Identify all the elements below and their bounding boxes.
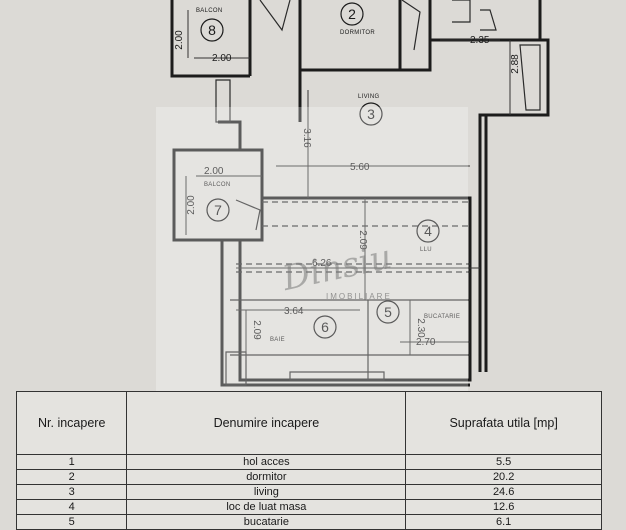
- svg-text:LIVING: LIVING: [358, 94, 380, 100]
- dim-label: 2.70: [416, 337, 436, 348]
- column-header: Suprafata utila [mp]: [405, 391, 602, 455]
- room-marker-4: 4 LLU: [416, 219, 440, 253]
- dim-label: 2.35: [470, 35, 490, 46]
- table-cell: 24.6: [405, 484, 602, 500]
- table-cell: 5: [15, 514, 128, 530]
- table-cell: living: [126, 484, 407, 500]
- watermark-panel: [156, 107, 468, 417]
- svg-text:BAIE: BAIE: [270, 337, 285, 343]
- dimension-labels: 2.00 2.00 2.35 2.88 3.16 2.00 5.60 2.00 …: [174, 30, 521, 348]
- svg-text:5: 5: [384, 304, 392, 320]
- walls: [170, 0, 550, 387]
- table-cell: 5.5: [405, 454, 602, 470]
- room-marker-7: BALCON 7: [204, 182, 230, 222]
- dimension-lines: [185, 10, 511, 360]
- table-row: 2 dormitor 20.2: [15, 469, 602, 485]
- zone-lines: [236, 201, 470, 273]
- room-marker-8: BALCON 8: [196, 8, 224, 42]
- table-cell: bucatarie: [126, 514, 407, 530]
- dim-label: 2.88: [510, 54, 521, 74]
- table-cell: dormitor: [126, 469, 407, 485]
- table-row: 4 loc de luat masa 12.6: [15, 499, 602, 515]
- svg-text:DORMITOR: DORMITOR: [340, 30, 375, 36]
- table-cell: hol acces: [126, 454, 407, 470]
- svg-text:LLU: LLU: [420, 247, 432, 253]
- dim-label: 2.00: [212, 53, 232, 64]
- table-row: 1 hol acces 5.5: [15, 454, 602, 470]
- room-marker-5: 5 BUCATARIE: [376, 300, 460, 324]
- table-cell: 12.6: [405, 499, 602, 515]
- dim-label: 3.64: [284, 306, 304, 317]
- svg-text:BALCON: BALCON: [196, 8, 222, 14]
- table-cell: 4: [15, 499, 128, 515]
- column-header: Denumire incapere: [126, 391, 407, 455]
- table-header-row: Nr. incapere Denumire incapere Suprafata…: [15, 391, 602, 455]
- svg-text:BALCON: BALCON: [204, 182, 230, 188]
- svg-text:6: 6: [321, 319, 329, 335]
- table-cell: loc de luat masa: [126, 499, 407, 515]
- dim-label: 3.16: [301, 128, 312, 148]
- floor-plan: 2.00 2.00 2.35 2.88 3.16 2.00 5.60 2.00 …: [170, 0, 550, 387]
- dim-label: 5.60: [350, 162, 370, 173]
- dim-label: 6.26: [312, 258, 332, 269]
- table-row: 3 living 24.6: [15, 484, 602, 500]
- svg-text:7: 7: [214, 202, 222, 218]
- dim-label: 2.00: [186, 195, 197, 215]
- svg-text:BUCATARIE: BUCATARIE: [424, 314, 460, 320]
- column-header: Nr. incapere: [15, 391, 128, 455]
- svg-text:4: 4: [424, 223, 432, 239]
- watermark-subtitle: IMOBILIARE: [326, 292, 392, 301]
- dim-label: 2.00: [174, 30, 185, 50]
- room-marker-2: 2 DORMITOR: [340, 2, 375, 36]
- dim-label: 2.00: [204, 166, 224, 177]
- room-area-table: Nr. incapere Denumire incapere Suprafata…: [15, 391, 602, 530]
- dim-label: 2.09: [251, 320, 262, 340]
- svg-text:3: 3: [367, 106, 375, 122]
- table-cell: 1: [15, 454, 128, 470]
- dim-label: 2.30: [415, 318, 426, 338]
- svg-text:8: 8: [208, 22, 216, 38]
- room-marker-6: 6 BAIE: [270, 315, 337, 343]
- table-cell: 3: [15, 484, 128, 500]
- table-cell: 2: [15, 469, 128, 485]
- svg-text:2: 2: [348, 6, 356, 22]
- table-cell: 20.2: [405, 469, 602, 485]
- table-row: 5 bucatarie 6.1: [15, 514, 602, 530]
- dim-label: 2.09: [357, 230, 368, 250]
- room-marker-3: LIVING 3: [358, 94, 383, 126]
- table-cell: 6.1: [405, 514, 602, 530]
